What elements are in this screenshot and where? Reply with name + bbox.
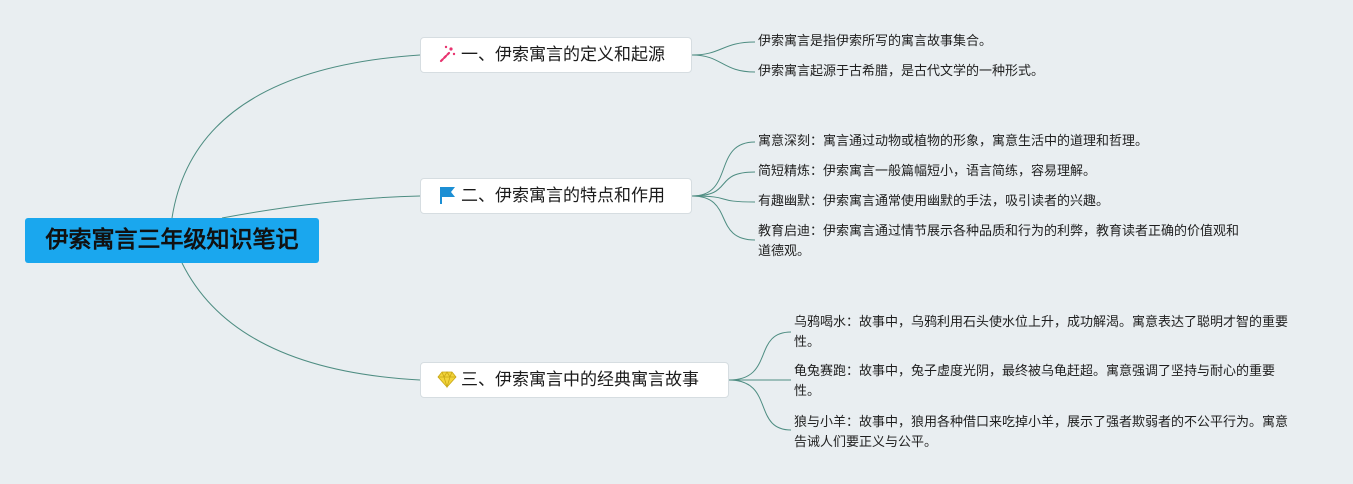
- connector-root-topic-3: [181, 262, 421, 381]
- connector-topic-2-leaf-2: [691, 171, 756, 197]
- leaf-item[interactable]: 龟兔赛跑：故事中，兔子虚度光阴，最终被乌龟赶超。寓意强调了坚持与耐心的重要性。: [794, 364, 1276, 399]
- connector-topic-1-leaf-2: [691, 54, 756, 73]
- connector-topic-2-leaf-4: [691, 195, 756, 241]
- connector-topic-3-leaf-3: [728, 379, 792, 431]
- connector-topic-2-leaf-1: [691, 141, 756, 197]
- connector-topic-1-leaf-1: [691, 41, 756, 56]
- leaf-item[interactable]: 伊索寓言起源于古希腊，是古代文学的一种形式。: [758, 64, 1045, 79]
- topic-label: 二、伊索寓言的特点和作用: [461, 186, 665, 206]
- central-topic[interactable]: 伊索寓言三年级知识笔记: [25, 218, 319, 263]
- connector-root-topic-2: [221, 195, 421, 219]
- leaf-item[interactable]: 简短精炼：伊索寓言一般篇幅短小，语言简练，容易理解。: [758, 164, 1097, 179]
- sparkle-icon: [437, 44, 457, 64]
- leaf-item[interactable]: 有趣幽默：伊索寓言通常使用幽默的手法，吸引读者的兴趣。: [758, 194, 1110, 209]
- topic-definition-origin[interactable]: 一、伊索寓言的定义和起源: [420, 37, 692, 73]
- connector-root-topic-1: [171, 54, 421, 219]
- connector-topic-3-leaf-1: [728, 331, 792, 381]
- leaf-item[interactable]: 寓意深刻：寓言通过动物或植物的形象，寓意生活中的道理和哲理。: [758, 134, 1149, 149]
- leaf-item[interactable]: 狼与小羊：故事中，狼用各种借口来吃掉小羊，展示了强者欺弱者的不公平行为。寓意告诫…: [794, 415, 1289, 450]
- flag-icon: [437, 185, 457, 205]
- connector-topic-2-leaf-3: [691, 195, 756, 203]
- topic-features-functions[interactable]: 二、伊索寓言的特点和作用: [420, 178, 692, 214]
- gem-icon: [437, 369, 457, 389]
- leaf-item[interactable]: 教育启迪：伊索寓言通过情节展示各种品质和行为的利弊，教育读者正确的价值观和道德观…: [758, 224, 1240, 259]
- leaf-item[interactable]: 乌鸦喝水：故事中，乌鸦利用石头使水位上升，成功解渴。寓意表达了聪明才智的重要性。: [794, 315, 1289, 350]
- topic-label: 一、伊索寓言的定义和起源: [461, 45, 665, 65]
- leaf-item[interactable]: 伊索寓言是指伊索所写的寓言故事集合。: [758, 34, 993, 49]
- topic-classic-fables[interactable]: 三、伊索寓言中的经典寓言故事: [420, 362, 729, 398]
- topic-label: 三、伊索寓言中的经典寓言故事: [461, 370, 699, 390]
